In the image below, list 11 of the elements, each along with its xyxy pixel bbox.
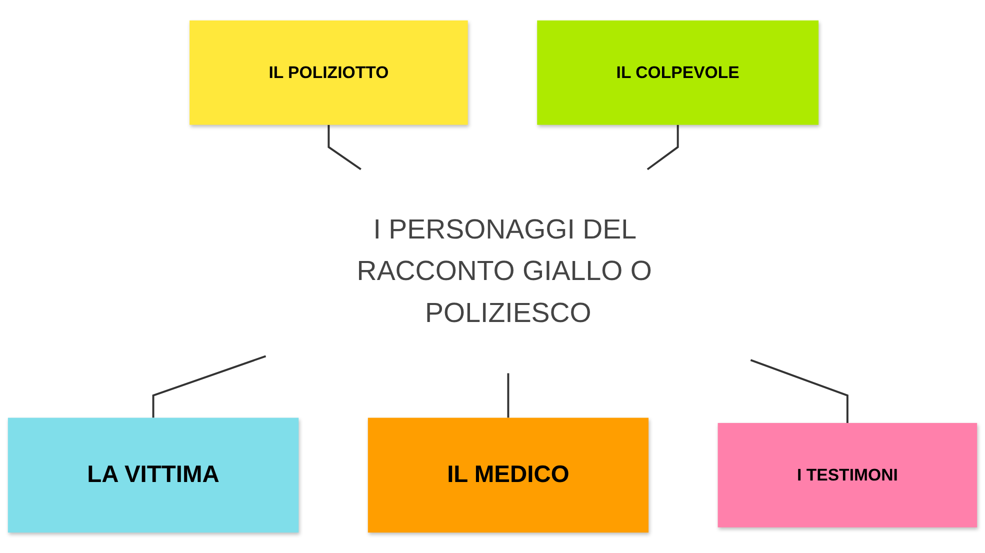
node-box: IL MEDICO (368, 418, 649, 533)
connector (328, 124, 362, 170)
node-text: I PERSONAGGI DEL RACCONTO GIALLO O POLIZIESCO (356, 214, 652, 328)
node-box: IL COLPEVOLE (537, 20, 819, 125)
connector (646, 124, 679, 170)
node-box: I TESTIMONI (718, 422, 978, 528)
node-box: LA VITTIMA (8, 418, 299, 533)
connector (507, 373, 510, 418)
connector (750, 359, 848, 423)
node-box: IL POLIZIOTTO (190, 20, 468, 125)
connector (152, 355, 266, 418)
